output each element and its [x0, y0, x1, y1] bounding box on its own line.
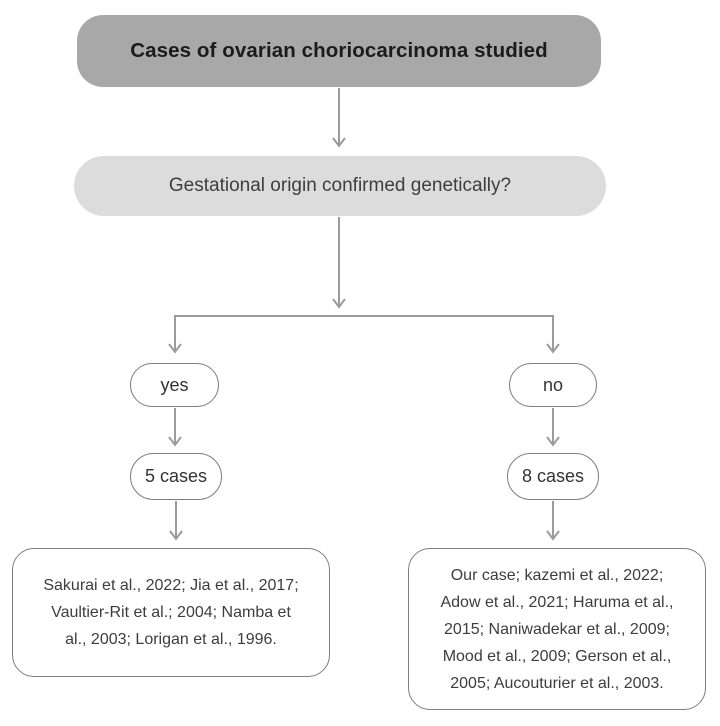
title-node: Cases of ovarian choriocarcinoma studied [77, 15, 601, 87]
reference-line: Mood et al., 2009; Gerson et al., [442, 647, 672, 665]
yes-count-node: 5 cases [130, 453, 222, 500]
yes-references-box: Sakurai et al., 2022; Jia et al., 2017; … [12, 548, 330, 677]
no-count-node: 8 cases [507, 453, 599, 500]
no-references-box: Our case; kazemi et al., 2022; Adow et a… [408, 548, 706, 710]
no-node: no [509, 363, 597, 407]
reference-line: Vaultier-Rit et al.; 2004; Namba et [51, 604, 291, 621]
reference-line: 2005; Aucouturier et al., 2003. [450, 674, 664, 692]
reference-line: Our case; kazemi et al., 2022; [450, 566, 664, 584]
question-node: Gestational origin confirmed genetically… [74, 156, 606, 216]
reference-line: Sakurai et al., 2022; Jia et al., 2017; [43, 577, 299, 594]
yes-node: yes [130, 363, 219, 407]
reference-line: Adow et al., 2021; Haruma et al., [440, 593, 674, 611]
reference-line: 2015; Naniwadekar et al., 2009; [444, 620, 670, 638]
reference-line: al., 2003; Lorigan et al., 1996. [65, 631, 277, 648]
